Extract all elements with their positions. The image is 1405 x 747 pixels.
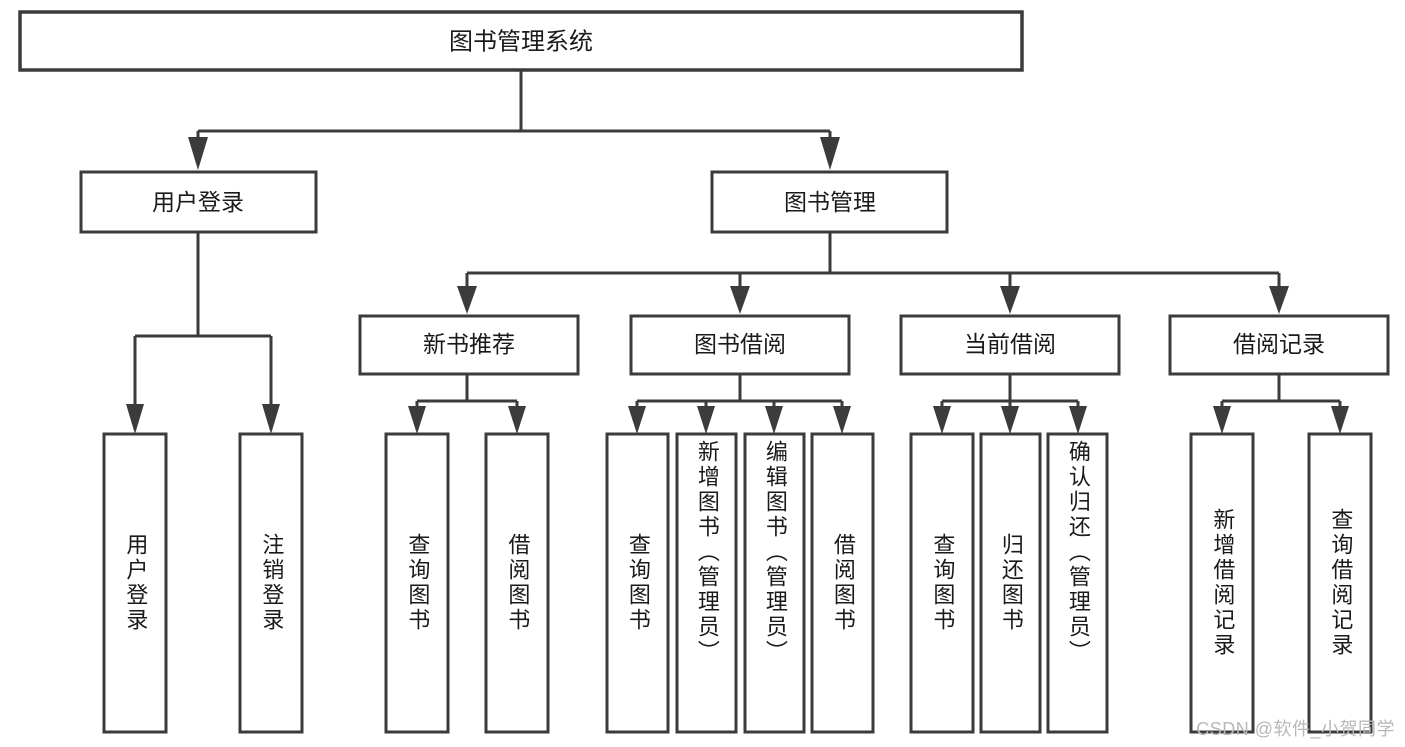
node-leaf-current-return-box[interactable] [979,432,1042,734]
arrow-head-book-borrow [730,286,750,314]
arrow-head-leaf-newbook-2 [508,406,526,434]
node-current-borrow-label: 当前借阅 [964,331,1056,357]
arrow-head-book-mgmt [820,137,840,170]
node-leaf-borrow-lend-box[interactable] [810,432,875,734]
node-leaf-borrow-add-box[interactable] [675,432,738,734]
node-leaf-newbook-query-box[interactable] [384,432,450,734]
node-leaf-logout-box[interactable] [238,432,304,734]
node-borrow-record-label: 借阅记录 [1233,331,1325,357]
node-leaf-current-query-box[interactable] [909,432,975,734]
node-root-label: 图书管理系统 [449,28,593,55]
arrow-head-leaf-bookborrow-1 [628,406,646,434]
arrow-head-leaf-borrowrecord-1 [1213,406,1231,434]
node-book-management-box[interactable] [710,170,949,234]
node-book-borrow-box[interactable] [629,314,851,376]
arrow-head-leaf-currentborrow-1 [933,406,951,434]
arrow-head-leaf-user-1 [126,404,144,434]
node-leaf-newbook-borrow-box[interactable] [484,432,550,734]
arrow-head-borrow-record [1269,286,1289,314]
arrow-head-leaf-bookborrow-3 [765,406,783,434]
arrow-head-leaf-borrowrecord-2 [1331,406,1349,434]
arrow-head-current-borrow [1000,286,1020,314]
node-group: 图书管理系统 用户登录 图书管理 新书推荐 图书借阅 当前借阅 借阅记录 [18,10,1390,734]
node-user-login-box[interactable] [79,170,318,234]
node-leaf-record-query-box[interactable] [1307,432,1373,734]
node-new-book-box[interactable] [358,314,580,376]
arrow-head-leaf-user-2 [262,404,280,434]
node-book-borrow-label: 图书借阅 [694,331,786,357]
connector-group [126,70,1349,434]
arrow-head-leaf-currentborrow-2 [1001,406,1019,434]
arrow-head-user-login [188,137,208,170]
csdn-watermark: CSDN @软件_小贺同学 [1196,719,1395,739]
node-leaf-borrow-query-box[interactable] [605,432,670,734]
arrow-head-leaf-bookborrow-2 [697,406,715,434]
node-borrow-record-box[interactable] [1168,314,1390,376]
node-leaf-user-login-box[interactable] [102,432,168,734]
arrow-head-leaf-bookborrow-4 [833,406,851,434]
arrow-head-new-book [457,286,477,314]
arrow-head-leaf-currentborrow-3 [1069,406,1087,434]
arrow-head-leaf-newbook-1 [408,406,426,434]
node-user-login-label: 用户登录 [152,189,244,215]
node-book-management-label: 图书管理 [784,189,876,215]
node-leaf-borrow-edit-box[interactable] [743,432,806,734]
node-leaf-current-confirm-box[interactable] [1046,432,1109,734]
node-new-book-label: 新书推荐 [423,331,515,357]
node-current-borrow-box[interactable] [899,314,1121,376]
node-root-box[interactable] [18,10,1024,72]
node-leaf-record-add-box[interactable] [1189,432,1255,734]
